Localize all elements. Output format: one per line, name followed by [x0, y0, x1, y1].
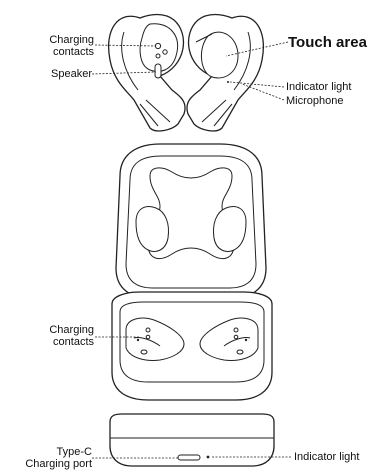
- label-line: Type-C: [2, 446, 92, 458]
- label-speaker: Speaker: [6, 68, 92, 80]
- label-type-c-port: Type-C Charging port: [2, 446, 92, 470]
- label-line: Charging port: [2, 458, 92, 470]
- type-c-port: [178, 455, 200, 460]
- label-line: contacts: [6, 46, 94, 58]
- label-indicator-light-top: Indicator light: [286, 81, 351, 93]
- right-earbud: [187, 15, 263, 131]
- open-case: [112, 144, 272, 400]
- label-line: Charging: [6, 324, 94, 336]
- label-charging-contacts-top: Charging contacts: [6, 34, 94, 58]
- label-microphone: Microphone: [286, 95, 343, 107]
- label-line: contacts: [6, 336, 94, 348]
- label-line: Charging: [6, 34, 94, 46]
- case-indicator-light: [207, 456, 210, 459]
- label-touch-area: Touch area: [288, 35, 367, 51]
- label-indicator-light-bottom: Indicator light: [294, 451, 359, 463]
- label-charging-contacts-case: Charging contacts: [6, 324, 94, 348]
